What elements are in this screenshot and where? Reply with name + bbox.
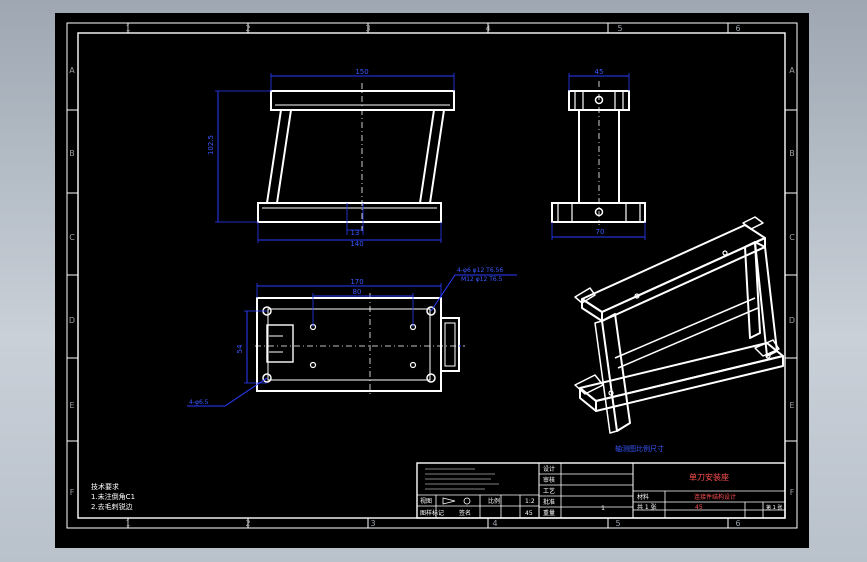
zone-row-label: E bbox=[69, 401, 74, 410]
dim-side-top: 45 bbox=[595, 68, 604, 76]
tb-checker-label: 审核 bbox=[543, 476, 555, 484]
zone-col-label: 5 bbox=[615, 519, 620, 528]
top-view: 170 80 54 4-φ6 φ12 T6.56 M12 φ12 T6.5 4-… bbox=[187, 267, 517, 407]
dim-top-side: 54 bbox=[236, 344, 244, 353]
tb-count: 1 bbox=[601, 505, 605, 512]
callout-left: 4-φ6.5 bbox=[189, 399, 209, 406]
tb-material-value: 45 bbox=[525, 510, 533, 517]
callout-right-1: 4-φ6 φ12 T6.56 bbox=[457, 267, 503, 274]
dim-top-inner: 80 bbox=[353, 288, 362, 296]
zone-col-label: 6 bbox=[735, 519, 740, 528]
tb-material-value-red: 45 bbox=[695, 504, 703, 511]
zone-row-label: A bbox=[69, 66, 75, 75]
tb-scale-value: 1:2 bbox=[525, 498, 535, 505]
zone-col-label: 2 bbox=[245, 24, 250, 33]
zone-row-label: B bbox=[69, 149, 75, 158]
zone-col-label: 1 bbox=[125, 519, 130, 528]
zone-row-label: C bbox=[789, 233, 795, 242]
zone-col-label: 5 bbox=[617, 24, 622, 33]
zone-row-label: E bbox=[789, 401, 794, 410]
tb-material-label: 材料 bbox=[637, 493, 649, 501]
dim-side-base: 70 bbox=[596, 228, 605, 236]
tb-proj-label: 视图 bbox=[420, 497, 432, 505]
tb-drawing-subtitle: 连接件结构设计 bbox=[694, 493, 736, 501]
zone-row-label: F bbox=[790, 488, 795, 497]
tb-stage-label: 图样标记 bbox=[420, 509, 444, 517]
title-block: 设计 审核 工艺 批准 重量 1 视图 图样标记 比例 1:2 签名 45 单刀… bbox=[416, 462, 786, 519]
zone-col-label: 4 bbox=[485, 24, 490, 33]
zone-ticks bbox=[67, 23, 797, 528]
zone-row-label: C bbox=[69, 233, 75, 242]
tb-sheet-label: 共 1 张 bbox=[637, 503, 657, 511]
tech-requirements: 技术要求 1.未注倒角C1 2.去毛刺锐边 bbox=[91, 482, 135, 511]
zone-row-label: D bbox=[69, 316, 75, 325]
outer-border bbox=[66, 22, 798, 529]
zone-col-label: 2 bbox=[245, 519, 250, 528]
zone-col-label: 1 bbox=[125, 24, 130, 33]
front-view: 150 102.5 140 13 bbox=[207, 68, 455, 248]
zone-col-label: 6 bbox=[735, 24, 740, 33]
iso-note: 轴测图比例尺寸 bbox=[615, 444, 664, 453]
zone-col-label: 3 bbox=[370, 519, 375, 528]
drawing-sheet: 1 1 2 3 4 5 6 1 2 3 4 5 6 A B C D E F A … bbox=[55, 13, 809, 548]
dim-front-height: 102.5 bbox=[207, 135, 215, 155]
tech-req-title: 技术要求 bbox=[91, 482, 119, 491]
callout-right-2: M12 φ12 T6.5 bbox=[461, 276, 503, 283]
dim-front-inner: 13 bbox=[351, 229, 360, 237]
tb-approve-label: 批准 bbox=[543, 498, 555, 506]
isometric-view: 轴测图比例尺寸 bbox=[574, 216, 784, 453]
tb-sheet-value: 第 1 张 bbox=[766, 504, 782, 511]
zone-row-label: D bbox=[789, 316, 795, 325]
inner-border bbox=[77, 32, 786, 519]
zone-col-label: 3 bbox=[365, 24, 370, 33]
zone-row-label: A bbox=[789, 66, 795, 75]
dim-front-width: 150 bbox=[355, 68, 368, 76]
drawing-canvas: 1 1 2 3 4 5 6 1 2 3 4 5 6 A B C D E F A … bbox=[66, 22, 798, 529]
tb-signature: 签名 bbox=[459, 509, 471, 517]
tb-designer-label: 设计 bbox=[543, 465, 555, 473]
tb-scale-label: 比例 bbox=[488, 497, 500, 505]
dim-front-base: 140 bbox=[350, 240, 363, 248]
tb-weight-label: 重量 bbox=[543, 509, 555, 517]
tech-req-line-2: 2.去毛刺锐边 bbox=[91, 502, 133, 511]
tech-req-line-1: 1.未注倒角C1 bbox=[91, 492, 135, 501]
zone-row-label: B bbox=[789, 149, 795, 158]
tb-process-label: 工艺 bbox=[543, 487, 555, 495]
dim-top-outer: 170 bbox=[350, 278, 363, 286]
side-view: 45 70 bbox=[551, 68, 646, 240]
zone-row-label: F bbox=[70, 488, 75, 497]
tb-drawing-title: 单刀安装座 bbox=[689, 472, 729, 482]
projection-symbol-icon bbox=[442, 497, 471, 505]
zone-col-label: 4 bbox=[492, 519, 497, 528]
